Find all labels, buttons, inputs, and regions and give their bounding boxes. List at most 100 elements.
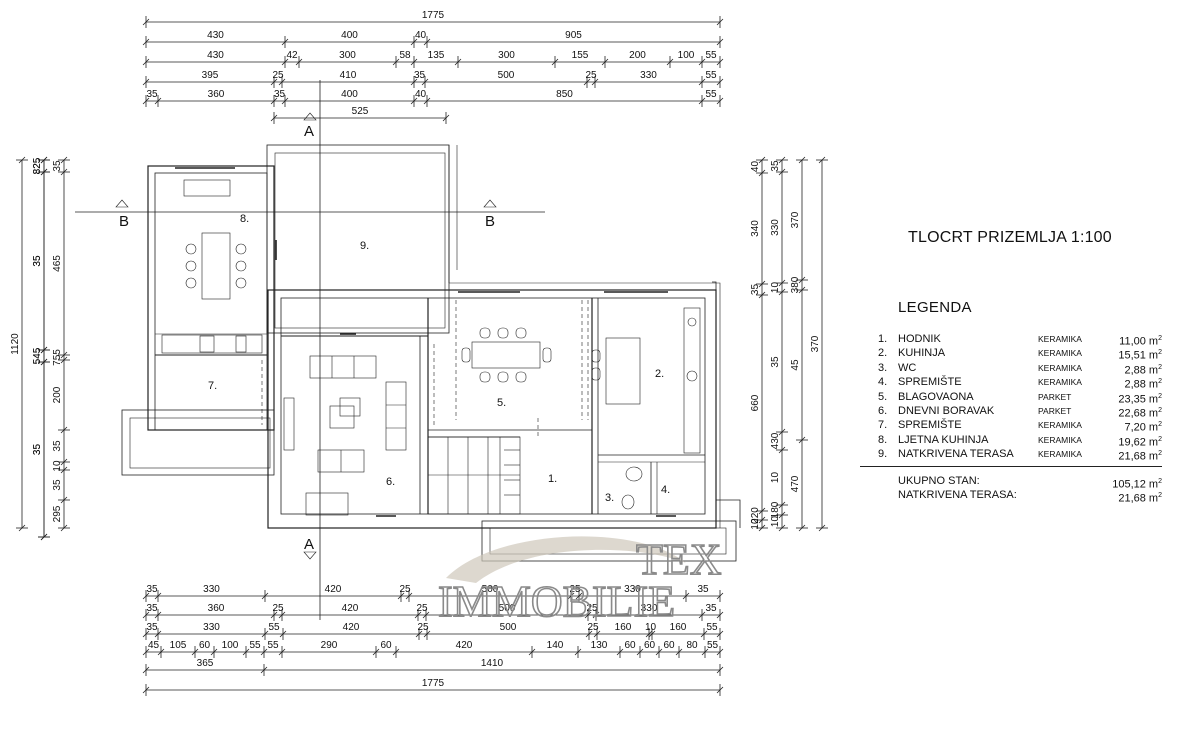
dimension-label: 430 — [770, 432, 781, 449]
dimension-label: 755 — [52, 349, 63, 366]
dimension-label: 360 — [208, 89, 225, 100]
legend-room-name: DNEVNI BORAVAK — [898, 404, 995, 417]
legend-floor-type: KERAMIKA — [1038, 334, 1082, 344]
dimension-label: 295 — [52, 505, 63, 522]
legend-floor-type: KERAMIKA — [1038, 348, 1082, 359]
dimension-label: 55 — [249, 640, 261, 651]
total-value: 105,12 m — [1112, 478, 1159, 491]
dimension-label: 200 — [629, 50, 646, 61]
dimension-label: 25 — [585, 70, 597, 81]
dimension-label: 420 — [456, 640, 473, 651]
legend-room-number: 6. — [878, 404, 888, 417]
legend-area-unit: 2 — [1158, 450, 1162, 458]
dimension-label: 40 — [415, 30, 427, 41]
dimension-label: 35 — [146, 603, 158, 614]
legend-floor-type: KERAMIKA — [1038, 420, 1082, 431]
dimension-label: 825 — [32, 157, 43, 174]
legend-area-cell: 7,20 m2 — [1124, 418, 1162, 435]
dimension-label: 160 — [670, 622, 687, 633]
legend-room-area: 2,88 m — [1124, 378, 1159, 391]
room-label-1: 1. — [548, 473, 557, 485]
dimension-label: 420 — [342, 603, 359, 614]
door-swings — [261, 175, 589, 438]
room-label-8: 8. — [240, 213, 249, 225]
legend-room-number: 5. — [878, 390, 888, 403]
dimension-label: 850 — [556, 89, 573, 100]
legend-floor-type: KERAMIKA — [1038, 449, 1082, 460]
total-unit: 2 — [1158, 491, 1162, 499]
legend-room-area: 7,20 m — [1124, 422, 1159, 434]
dimension-label: 465 — [52, 255, 63, 272]
legend-room-name: SPREMIŠTE — [898, 376, 962, 389]
dimension-label: 365 — [197, 658, 214, 669]
dimension-label: 300 — [498, 50, 515, 61]
dimension-lines — [16, 16, 828, 696]
legend-floor-type: KERAMIKA — [1038, 362, 1082, 373]
legend-room-number: 3. — [878, 361, 888, 374]
dimension-label: 25 — [586, 603, 598, 614]
dimension-label: 35 — [32, 255, 43, 267]
dimension-label: 10 — [770, 472, 781, 484]
legend-room-number: 2. — [878, 347, 888, 360]
dimension-label: 35 — [32, 444, 43, 456]
legend-area-cell: 23,35 m2 — [1118, 390, 1162, 407]
dimension-label: 45 — [790, 359, 801, 371]
legend-room-number: 8. — [878, 433, 888, 446]
dimension-label: 35 — [52, 440, 63, 452]
dimension-label: 660 — [750, 394, 761, 411]
legend-area-unit: 2 — [1158, 335, 1162, 342]
dimension-label: 180 — [770, 501, 781, 518]
legend-room-area: 22,68 m — [1118, 407, 1159, 420]
legend-room-area: 23,35 m — [1118, 393, 1159, 406]
dimension-label: 330 — [640, 70, 657, 81]
legend-room-number: 4. — [878, 376, 888, 389]
dimension-label: 370 — [790, 211, 801, 228]
dimension-label: 340 — [750, 220, 761, 237]
dimension-label: 35 — [52, 479, 63, 491]
legend-area-cell: 2,88 m2 — [1124, 361, 1162, 378]
legend-area-cell: 11,00 m2 — [1119, 332, 1162, 349]
dimension-label: 25 — [272, 70, 284, 81]
dimension-label: 100 — [222, 640, 239, 651]
room-label-3: 3. — [605, 492, 614, 504]
legend-room-number: 9. — [878, 448, 888, 461]
dimension-label: 470 — [790, 475, 801, 492]
dimension-label: 220 — [750, 507, 761, 524]
dimension-label: 545 — [32, 347, 43, 364]
legend-area-unit: 2 — [1158, 421, 1162, 429]
legend-room-area: 21,68 m — [1118, 450, 1159, 463]
dimension-label: 545 — [32, 347, 43, 364]
room-label-5: 5. — [497, 397, 506, 409]
section-marker-a-top: A — [304, 123, 314, 140]
dimension-label: 400 — [341, 30, 358, 41]
legend-room-name: KUHINJA — [898, 347, 946, 360]
dimension-label: 35 — [770, 356, 781, 368]
dimension-label: 35 — [52, 160, 63, 172]
legend-area-cell: 2,88 m2 — [1124, 375, 1162, 392]
legend-area-unit: 2 — [1158, 406, 1162, 414]
plan-title: TLOCRT PRIZEMLJA 1:100 — [908, 229, 1112, 246]
dimension-label: 290 — [321, 640, 338, 651]
dimension-label: 55 — [268, 622, 280, 633]
dimension-label: 35 — [705, 603, 717, 614]
dimension-label: 40 — [750, 161, 761, 173]
total-label: UKUPNO STAN: — [898, 475, 980, 487]
dimension-label: 100 — [678, 50, 695, 61]
dimension-label: 430 — [207, 30, 224, 41]
legend-room-area: 2,88 m — [1124, 364, 1159, 377]
dimension-label: 500 — [500, 622, 517, 633]
dimension-label: 360 — [208, 603, 225, 614]
legend-area-unit: 2 — [1158, 349, 1162, 357]
staircase — [427, 436, 521, 515]
dimension-label: 140 — [547, 640, 564, 651]
dimension-label: 135 — [428, 50, 445, 61]
dimension-label: 10 — [645, 622, 657, 633]
total-value-cell: 105,12 m2 — [1112, 475, 1162, 492]
dimension-label: 330 — [624, 584, 641, 595]
dimension-label: 395 — [202, 70, 219, 81]
